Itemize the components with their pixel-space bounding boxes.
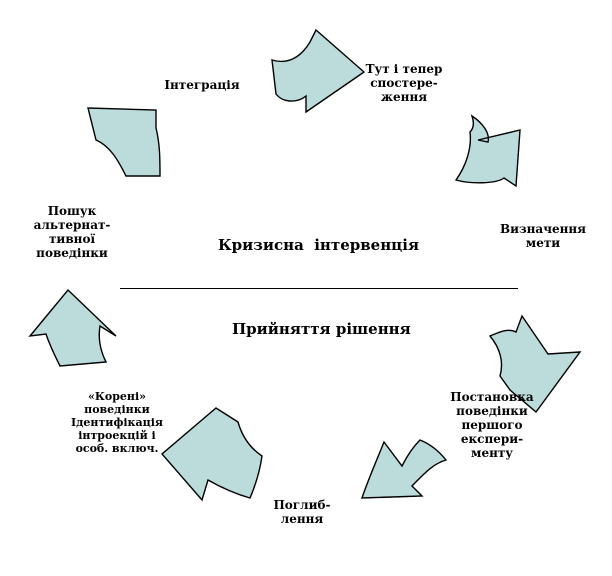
cycle-arrow-4 bbox=[361, 439, 448, 499]
stage-label-goal: Визначення мети bbox=[499, 222, 587, 250]
stage-label-alternative: Пошук альтернат- тивної поведінки bbox=[33, 204, 111, 260]
cycle-arrow-2 bbox=[454, 114, 521, 188]
center-divider bbox=[120, 288, 518, 289]
stage-label-integration: Інтеграція bbox=[164, 78, 240, 92]
cycle-arrow-6 bbox=[28, 288, 117, 367]
center-subtitle: Прийняття рішення bbox=[232, 320, 411, 338]
cycle-arrow-1 bbox=[271, 28, 366, 114]
cycle-arrow-7 bbox=[87, 107, 161, 177]
stage-label-roots: «Корені» поведінки Ідентифікація інтроек… bbox=[70, 390, 164, 455]
stage-label-deepening: Поглиб- лення bbox=[273, 498, 331, 526]
stage-label-here-now: Тут і тепер спостере- ження bbox=[365, 62, 443, 104]
cycle-arrow-5 bbox=[161, 407, 263, 502]
cycle-arrow-3 bbox=[488, 314, 582, 414]
center-title: Кризисна інтервенція bbox=[218, 236, 420, 254]
stage-label-first-experiment: Постановка поведінки першого експери- ме… bbox=[450, 390, 534, 460]
